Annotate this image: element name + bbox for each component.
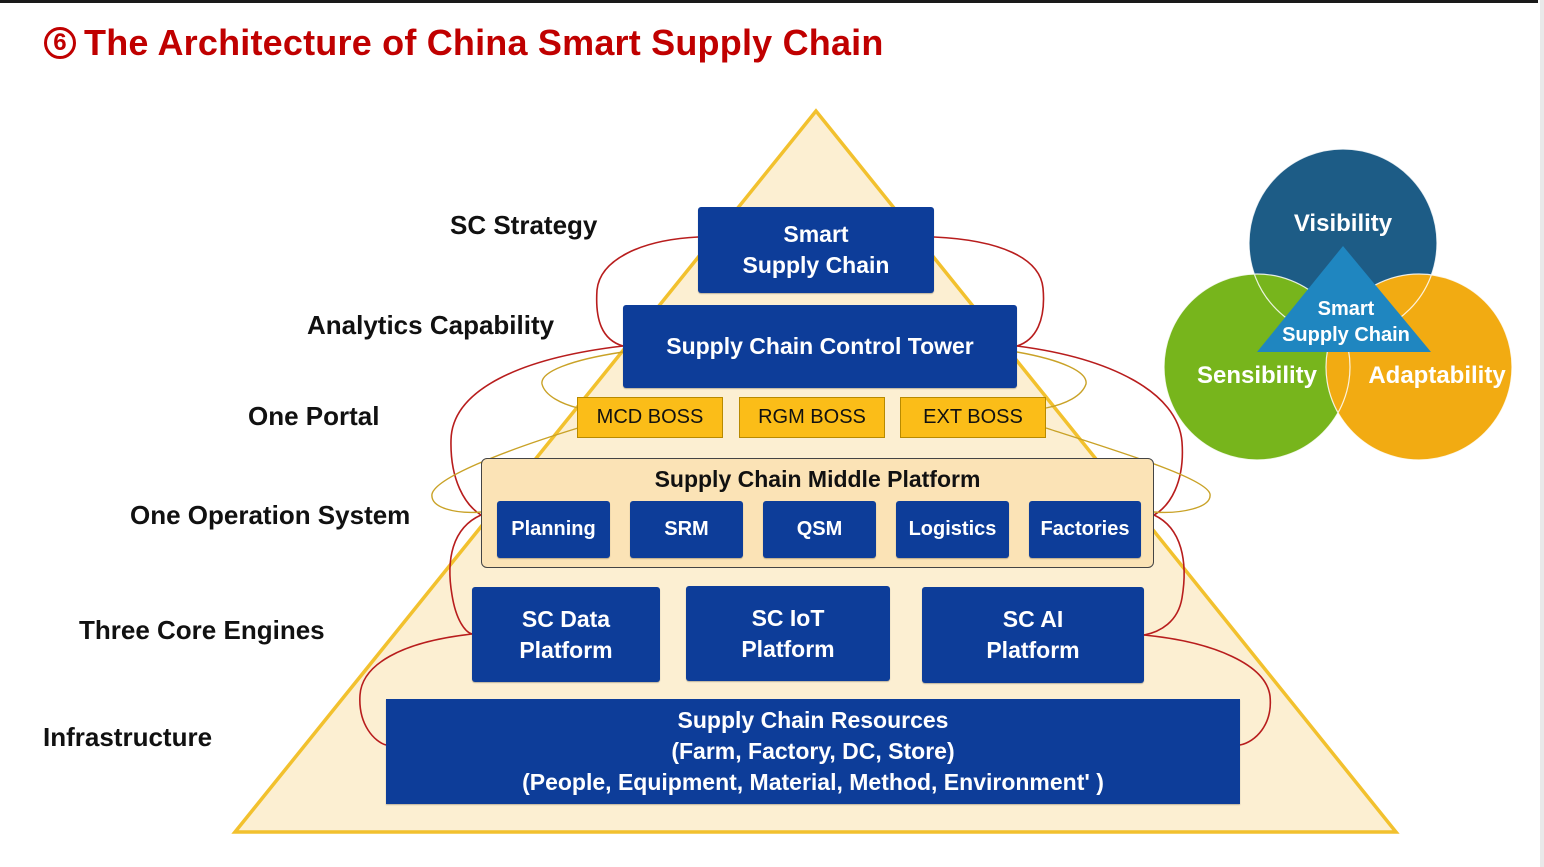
module-planning-label: Planning xyxy=(511,518,596,540)
layer-label-infrastructure: Infrastructure xyxy=(43,722,213,752)
loop-left-operation xyxy=(449,514,482,635)
middle-platform-title: Supply Chain Middle Platform xyxy=(654,466,981,492)
loop-left-strategy xyxy=(595,236,699,347)
venn-center-line-1: Smart xyxy=(1317,298,1375,320)
loop-left-engines xyxy=(359,633,473,746)
engine-iot-line-1: SC IoT xyxy=(751,604,825,631)
engine-iot-platform: SC IoT Platform xyxy=(686,586,890,681)
engine-data-platform: SC Data Platform xyxy=(472,587,660,682)
control-tower-box: Supply Chain Control Tower xyxy=(623,305,1017,388)
resources-line-1: Supply Chain Resources xyxy=(677,707,949,733)
loop-portal-right-lower xyxy=(1045,427,1211,514)
loop-right-analytics xyxy=(1016,345,1184,516)
loop-right-strategy xyxy=(933,236,1045,347)
apex-line-1: Smart xyxy=(783,221,849,247)
venn-label-visibility: Visibility xyxy=(1293,210,1393,237)
portal-ext-label: EXT BOSS xyxy=(923,406,1023,428)
module-planning: Planning xyxy=(497,501,610,558)
module-qsm-label: QSM xyxy=(796,518,843,540)
portal-loops xyxy=(431,351,1211,514)
left-loops xyxy=(359,236,699,746)
module-srm: SRM xyxy=(630,501,743,558)
resources-line-3: (People, Equipment, Material, Method, En… xyxy=(522,769,1104,795)
loop-right-engines xyxy=(1143,634,1272,746)
layer-label-portal: One Portal xyxy=(248,401,380,431)
engine-data-line-2: Platform xyxy=(519,636,613,663)
supply-chain-resources-box: Supply Chain Resources (Farm, Factory, D… xyxy=(386,699,1240,804)
apex-line-2: Supply Chain xyxy=(742,252,890,278)
top-border xyxy=(0,0,1538,3)
portal-ext-boss: EXT BOSS xyxy=(900,397,1046,438)
title-number-badge: 6 xyxy=(44,27,76,59)
layer-label-analytics: Analytics Capability xyxy=(307,310,555,340)
loop-portal-left-lower xyxy=(431,427,579,514)
engine-iot-line-2: Platform xyxy=(741,635,835,662)
venn-label-sensibility: Sensibility xyxy=(1196,362,1318,389)
module-factories: Factories xyxy=(1029,501,1141,558)
engine-data-line-1: SC Data xyxy=(521,605,611,632)
module-qsm: QSM xyxy=(763,501,876,558)
layer-label-strategy: SC Strategy xyxy=(450,210,598,240)
module-logistics-label: Logistics xyxy=(908,518,997,540)
module-logistics: Logistics xyxy=(896,501,1009,558)
loop-portal-left-upper xyxy=(541,351,624,409)
right-loops xyxy=(933,236,1272,746)
layer-label-operation: One Operation System xyxy=(130,500,411,530)
portal-rgm-boss: RGM BOSS xyxy=(739,397,885,438)
resources-line-2: (Farm, Factory, DC, Store) xyxy=(671,738,955,764)
loop-right-operation xyxy=(1143,514,1185,636)
control-tower-label: Supply Chain Control Tower xyxy=(666,333,974,359)
engine-ai-platform: SC AI Platform xyxy=(922,587,1144,683)
venn-center-triangle xyxy=(1257,246,1431,352)
loop-portal-right-upper xyxy=(1016,351,1087,409)
portal-rgm-label: RGM BOSS xyxy=(758,406,866,428)
right-border xyxy=(1540,0,1544,867)
venn-center-line-2: Supply Chain xyxy=(1282,324,1410,346)
venn-label-center: Smart Supply Chain xyxy=(1268,296,1424,348)
module-srm-label: SRM xyxy=(664,518,709,540)
portal-mcd-label: MCD BOSS xyxy=(596,406,704,428)
loop-left-analytics xyxy=(450,345,624,516)
smart-supply-chain-box: Smart Supply Chain xyxy=(698,207,934,293)
venn-label-adaptability: Adaptability xyxy=(1368,362,1506,389)
layer-label-engines: Three Core Engines xyxy=(79,615,325,645)
engine-ai-line-2: Platform xyxy=(986,637,1080,663)
portal-mcd-boss: MCD BOSS xyxy=(577,397,723,438)
title-text: The Architecture of China Smart Supply C… xyxy=(84,22,884,63)
engine-ai-line-1: SC AI xyxy=(1002,606,1064,632)
module-factories-label: Factories xyxy=(1040,518,1130,540)
page-title: 6 The Architecture of China Smart Supply… xyxy=(44,22,884,64)
